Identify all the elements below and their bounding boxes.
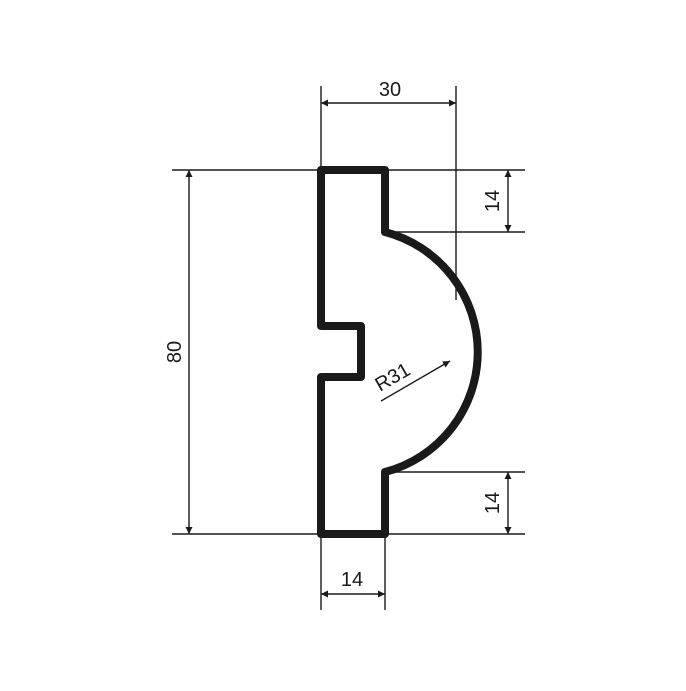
- dimension-label-r31: R31: [372, 359, 415, 396]
- dimension-label-80: 80: [164, 341, 186, 363]
- dimension-radius: R31: [372, 359, 451, 402]
- dimension-label-top-14: 14: [482, 190, 504, 212]
- dimension-top-step: 14: [482, 170, 512, 232]
- dimension-bottom-step: 14: [482, 472, 512, 534]
- dimension-height-total: 80: [164, 170, 193, 534]
- extension-lines: [172, 86, 525, 610]
- profile-outline: [317, 166, 482, 538]
- dimension-base-width: 14: [321, 569, 385, 598]
- dimension-label-base-14: 14: [341, 569, 363, 591]
- dimension-label-bottom-14: 14: [482, 492, 504, 514]
- dimension-width-top: 30: [321, 79, 456, 107]
- dimension-label-30: 30: [379, 79, 401, 101]
